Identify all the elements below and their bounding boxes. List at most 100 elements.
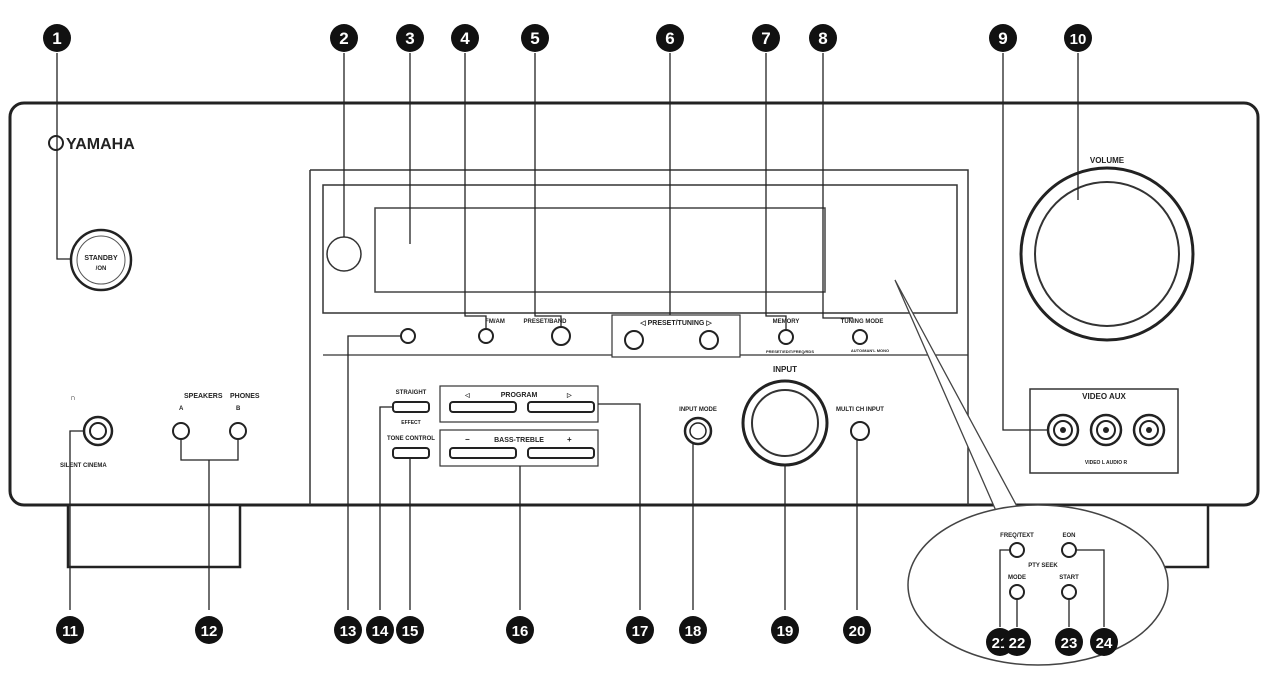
leader-lines <box>56 53 1105 627</box>
callout-number-text: 14 <box>372 623 389 640</box>
freq-text-label: FREQ/TEXT <box>1000 533 1034 539</box>
callout-number-text: 4 <box>460 29 470 48</box>
callout-16: 16 <box>506 616 534 644</box>
callout-number-text: 19 <box>777 623 794 640</box>
program-right-button[interactable] <box>527 401 595 413</box>
memory-button[interactable] <box>778 329 794 345</box>
pty-seek-label: PTY SEEK <box>1028 563 1058 569</box>
phones-jack[interactable] <box>82 415 114 447</box>
fm-am-label: FM/AM <box>485 319 505 325</box>
callout-number-text: 12 <box>201 623 218 640</box>
tuning-mode-button[interactable] <box>852 329 868 345</box>
brand-text: YAMAHA <box>66 136 135 153</box>
speaker-b-label: B <box>236 406 241 412</box>
eon-label: EON <box>1062 533 1075 539</box>
standby-button[interactable]: STANDBY /ON <box>69 228 133 292</box>
bass-treble-plus-button[interactable] <box>527 447 595 459</box>
callout-22: 22 <box>1003 628 1031 656</box>
callout-number-text: 5 <box>530 29 539 48</box>
callout-number-text: 22 <box>1009 635 1026 652</box>
volume-label: VOLUME <box>1090 156 1125 165</box>
callout-number-text: 23 <box>1061 635 1078 652</box>
callout-12: 12 <box>195 616 223 644</box>
callout-number-text: 11 <box>62 623 78 640</box>
straight-label: STRAIGHT <box>396 390 427 396</box>
callout-11: 11 <box>56 616 84 644</box>
preset-tuning-up-button[interactable] <box>699 330 719 350</box>
callout-number-text: 16 <box>512 623 529 640</box>
callout-19: 19 <box>771 616 799 644</box>
callout-number-text: 15 <box>402 623 419 640</box>
callout-18: 18 <box>679 616 707 644</box>
program-left-button[interactable] <box>449 401 517 413</box>
input-mode-label: INPUT MODE <box>679 407 717 413</box>
pty-start-button[interactable] <box>1061 584 1077 600</box>
program-label: PROGRAM <box>501 392 538 399</box>
program-right-icon: ▷ <box>566 392 572 399</box>
tone-control-button[interactable] <box>392 447 430 459</box>
zoom-bubble <box>907 504 1169 666</box>
callout-14: 14 <box>366 616 394 644</box>
bass-treble-minus-button[interactable] <box>449 447 517 459</box>
callout-17: 17 <box>626 616 654 644</box>
freq-text-button[interactable] <box>1009 542 1025 558</box>
standby-sub-label: /ON <box>96 266 107 272</box>
speakers-label: SPEAKERS <box>184 393 223 400</box>
audio-l-jack[interactable] <box>1089 413 1123 447</box>
speakers-a-button[interactable] <box>172 422 190 440</box>
speakers-b-button[interactable] <box>229 422 247 440</box>
callout-number-text: 6 <box>665 29 674 48</box>
video-jack[interactable] <box>1046 413 1080 447</box>
multi-ch-input-label: MULTI CH INPUT <box>836 407 884 413</box>
preset-tuning-label: ◁ PRESET/TUNING ▷ <box>639 320 712 327</box>
eon-button[interactable] <box>1061 542 1077 558</box>
tuning-mode-sub-label: AUTO/MAN'L MONO <box>851 348 889 353</box>
input-selector-knob[interactable] <box>741 379 829 467</box>
volume-knob[interactable] <box>1019 166 1195 342</box>
preset-tuning-down-button[interactable] <box>624 330 644 350</box>
front-panel-recess <box>309 169 969 505</box>
callout-23: 23 <box>1055 628 1083 656</box>
silent-cinema-label: SILENT CINEMA <box>60 463 107 469</box>
multi-ch-input-button[interactable] <box>850 421 870 441</box>
input-mode-button[interactable] <box>683 416 713 446</box>
bass-treble-minus: − <box>465 435 470 444</box>
preset-band-label: PRESET/BAND <box>523 319 567 325</box>
bass-treble-plus: + <box>567 435 572 444</box>
callout-number-text: 9 <box>998 29 1007 48</box>
callout-10: 10 <box>1064 24 1092 52</box>
video-aux-sub-label: VIDEO L AUDIO R <box>1085 460 1128 466</box>
callout-number-text: 17 <box>632 623 649 640</box>
callout-number-text: 10 <box>1070 31 1087 48</box>
remote-sensor <box>326 236 362 272</box>
video-aux-label: VIDEO AUX <box>1082 392 1126 401</box>
left-foot <box>66 503 242 569</box>
fm-am-button[interactable] <box>478 328 494 344</box>
callout-number-text: 24 <box>1096 635 1113 652</box>
pty-mode-button[interactable] <box>1009 584 1025 600</box>
preset-band-button[interactable] <box>551 326 571 346</box>
input-label: INPUT <box>773 365 797 374</box>
callout-20: 20 <box>843 616 871 644</box>
callout-number-text: 8 <box>818 29 827 48</box>
fl-display <box>374 207 826 293</box>
mode-label: MODE <box>1008 575 1026 581</box>
callout-9: 9 <box>989 24 1017 52</box>
callout-13: 13 <box>334 616 362 644</box>
dimmer-button-13[interactable] <box>400 328 416 344</box>
callout-5: 5 <box>521 24 549 52</box>
tone-control-label: TONE CONTROL <box>387 436 435 442</box>
callout-1: 1 <box>43 24 71 52</box>
audio-r-jack[interactable] <box>1132 413 1166 447</box>
callout-number-text: 2 <box>339 29 348 48</box>
callout-15: 15 <box>396 616 424 644</box>
start-label: START <box>1059 575 1079 581</box>
callout-number-text: 1 <box>52 29 61 48</box>
callout-number-text: 20 <box>849 623 866 640</box>
straight-button[interactable] <box>392 401 430 413</box>
callout-number-text: 7 <box>761 29 770 48</box>
callout-24: 24 <box>1090 628 1118 656</box>
